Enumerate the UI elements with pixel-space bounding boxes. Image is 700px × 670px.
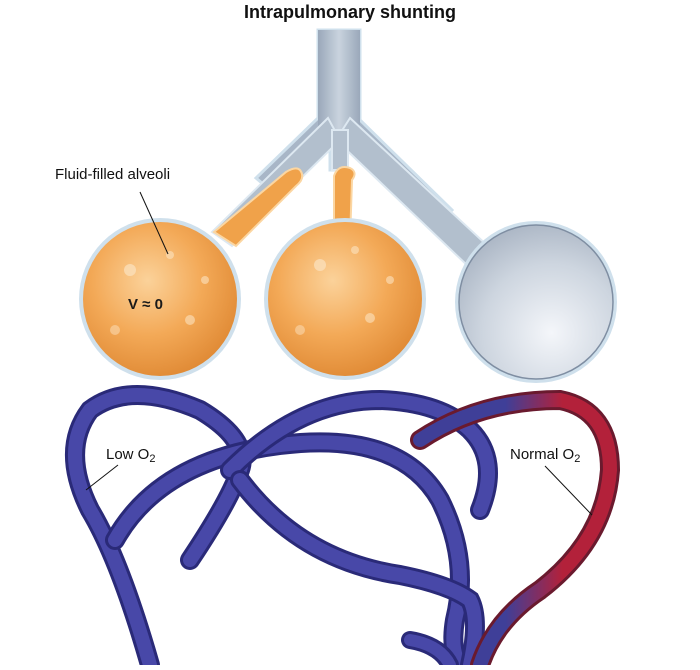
leader-low-o2 [85,464,119,491]
label-normal-o2-subscript: 2 [574,453,581,465]
label-low-o2: Low O2 [106,446,155,465]
alveolus-right-air [455,221,617,383]
leader-fluid-alveoli [139,191,169,255]
label-normal-o2-text: Normal O [510,446,575,463]
pulmonary-vessels [65,385,621,670]
label-low-o2-text: Low O [106,446,150,463]
diagram-title: Intrapulmonary shunting [243,2,456,22]
fluid-in-left-bronchus [212,167,304,248]
alveolus-left-fluid [79,218,241,380]
alveolus-middle-fluid [264,218,426,380]
label-ventilation: V ≈ 0 [128,296,163,313]
label-low-o2-subscript: 2 [149,453,156,465]
leader-lines [85,191,593,516]
leader-normal-o2 [544,465,593,516]
label-fluid-filled-alveoli: Fluid-filled alveoli [55,166,171,183]
label-normal-o2: Normal O2 [510,446,580,465]
